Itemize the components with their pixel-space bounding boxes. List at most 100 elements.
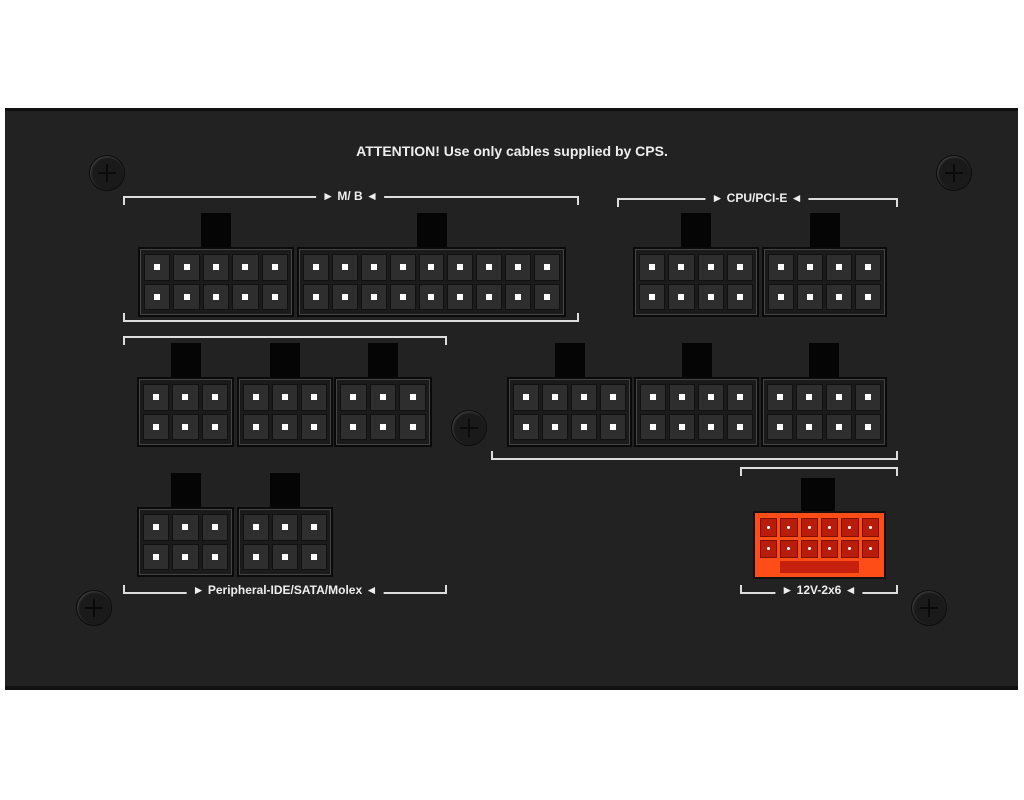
pin — [172, 543, 199, 570]
pin — [172, 384, 199, 411]
pin — [331, 283, 358, 310]
bracket-line — [123, 336, 447, 345]
pin — [272, 384, 298, 411]
pin — [301, 514, 327, 541]
pin — [369, 384, 397, 411]
pin — [767, 413, 794, 440]
pin — [389, 254, 416, 281]
pin — [780, 539, 798, 558]
peripheral-port-3[interactable] — [334, 377, 432, 447]
bracket-line — [740, 467, 898, 476]
pin — [841, 518, 859, 537]
pin — [272, 514, 298, 541]
pin — [534, 283, 560, 310]
pin — [301, 384, 327, 411]
pin — [369, 413, 397, 440]
pin — [360, 283, 387, 310]
peripheral-port-2[interactable] — [237, 377, 333, 447]
pin — [825, 384, 852, 411]
pin — [505, 283, 532, 310]
pin — [243, 514, 269, 541]
mb-10pin-port[interactable] — [138, 247, 294, 317]
pin — [854, 413, 881, 440]
pin — [826, 283, 852, 310]
peripheral-port-5[interactable] — [237, 507, 333, 577]
bracket-line — [123, 313, 579, 322]
bracket-line — [491, 451, 898, 460]
pin — [143, 543, 170, 570]
pin — [796, 384, 823, 411]
pin — [143, 413, 170, 440]
hpwr-12v-2x6-port[interactable] — [753, 511, 886, 579]
pin — [272, 543, 298, 570]
pin — [727, 413, 753, 440]
pin — [201, 514, 228, 541]
pin — [303, 283, 329, 310]
pin — [447, 254, 474, 281]
mb-18pin-port[interactable] — [297, 247, 566, 317]
connector-latch — [809, 213, 840, 247]
pin — [796, 413, 823, 440]
pin — [172, 413, 199, 440]
cpu-pcie-port-2[interactable] — [762, 247, 887, 317]
pin — [861, 518, 879, 537]
pin — [669, 384, 695, 411]
pin — [201, 384, 228, 411]
pin — [826, 254, 852, 281]
pin — [600, 413, 626, 440]
screw-icon — [911, 590, 947, 626]
screw-icon — [89, 155, 125, 191]
screw-icon — [451, 410, 487, 446]
pin — [389, 283, 416, 310]
pin — [303, 254, 329, 281]
pin — [243, 413, 269, 440]
pin — [143, 514, 170, 541]
label-mb: ► M/ B ◄ — [316, 189, 384, 203]
pin — [173, 283, 200, 310]
pin — [476, 283, 503, 310]
pin — [855, 254, 881, 281]
connector-latch — [681, 343, 712, 377]
pin — [340, 413, 367, 440]
pin — [697, 254, 724, 281]
cpu-pcie-port-3[interactable] — [507, 377, 632, 447]
cpu-pcie-port-5[interactable] — [761, 377, 887, 447]
connector-latch — [201, 213, 231, 247]
pin — [360, 254, 387, 281]
pin — [172, 514, 199, 541]
pin — [825, 413, 852, 440]
cpu-pcie-port-4[interactable] — [634, 377, 759, 447]
cpu-pcie-port-1[interactable] — [633, 247, 759, 317]
pin — [727, 384, 753, 411]
pin — [640, 384, 666, 411]
peripheral-port-1[interactable] — [137, 377, 234, 447]
connector-latch — [681, 213, 711, 247]
pin — [760, 539, 778, 558]
label-hpwr: ► 12V-2x6 ◄ — [775, 583, 863, 597]
connector-latch — [801, 478, 835, 512]
label-cpu: ► CPU/PCI-E ◄ — [705, 191, 809, 205]
connector-latch — [416, 213, 447, 247]
pin — [668, 283, 695, 310]
pin — [340, 384, 367, 411]
pin — [800, 518, 818, 537]
pin — [668, 254, 695, 281]
pin — [243, 384, 269, 411]
pin — [301, 413, 327, 440]
attention-text: ATTENTION! Use only cables supplied by C… — [356, 143, 668, 159]
pin — [261, 283, 288, 310]
pin — [855, 283, 881, 310]
screw-icon — [936, 155, 972, 191]
pin — [202, 283, 230, 310]
connector-latch — [809, 343, 839, 377]
pin — [760, 518, 778, 537]
pin — [669, 413, 695, 440]
pin — [447, 283, 474, 310]
peripheral-port-4[interactable] — [137, 507, 234, 577]
connector-latch — [270, 343, 300, 377]
pin — [202, 254, 230, 281]
sense-pins — [780, 561, 859, 573]
connector-latch — [554, 343, 585, 377]
pin — [173, 254, 200, 281]
pin — [571, 413, 597, 440]
